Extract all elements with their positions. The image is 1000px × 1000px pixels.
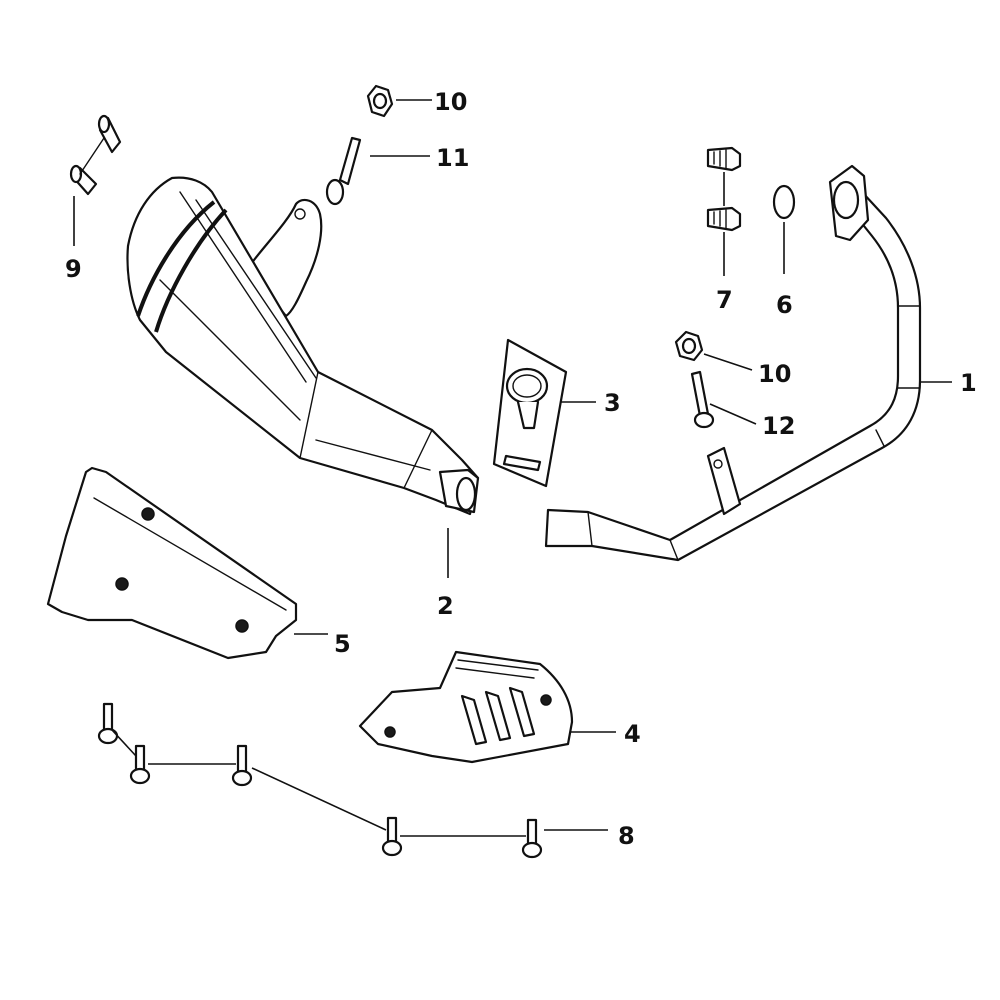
bolts-7 bbox=[706, 146, 742, 232]
callout-7: 7 bbox=[716, 286, 733, 314]
clamp-assembly bbox=[492, 338, 568, 488]
bolt-12 bbox=[690, 370, 715, 429]
protector-vent-3 bbox=[508, 686, 536, 738]
bolt-11-shank bbox=[338, 136, 362, 186]
protector-vent-2 bbox=[484, 690, 512, 742]
pin-upper-head bbox=[97, 114, 111, 134]
screws bbox=[97, 702, 543, 859]
screw-4 bbox=[381, 816, 403, 857]
muffler-tail-line bbox=[403, 429, 433, 489]
exhaust-pipe-tube bbox=[544, 190, 922, 562]
pipe-joint-3 bbox=[875, 429, 885, 447]
bolt-11 bbox=[325, 136, 362, 206]
nut-upper bbox=[366, 84, 394, 118]
callouts: 1 2 3 4 5 6 7 8 9 10 10 11 12 bbox=[65, 88, 977, 850]
pipe-joint-1 bbox=[587, 511, 593, 547]
clamp-tab bbox=[516, 400, 540, 430]
heat-shield-crease bbox=[93, 497, 287, 611]
heat-shield-hole-2 bbox=[115, 577, 129, 591]
callout-1: 1 bbox=[960, 369, 977, 397]
muffler-crease-3 bbox=[159, 279, 301, 421]
callout-2: 2 bbox=[437, 592, 454, 620]
screw-link-3 bbox=[251, 767, 387, 831]
pipe-hanger-tab bbox=[706, 446, 742, 516]
callout-8: 8 bbox=[618, 822, 635, 850]
callout-5: 5 bbox=[334, 630, 351, 658]
clamp-ring-inner bbox=[512, 374, 542, 398]
leader-lines bbox=[73, 99, 952, 831]
bolt-7-lower-threads bbox=[713, 209, 727, 229]
muffler-body bbox=[126, 176, 480, 516]
nut-lower-hole bbox=[681, 337, 697, 355]
heat-shield-hole-1 bbox=[141, 507, 155, 521]
protector-hole-2 bbox=[540, 694, 552, 706]
protector-hole-1 bbox=[384, 726, 396, 738]
muffler-outlet-opening bbox=[455, 476, 477, 512]
screw-5 bbox=[521, 818, 543, 859]
leader-12 bbox=[709, 403, 757, 425]
bolt-7-upper-threads bbox=[713, 149, 727, 169]
muffler-tail-crease bbox=[315, 439, 431, 471]
muffler-bracket-hole bbox=[294, 208, 306, 220]
callout-11: 11 bbox=[436, 144, 469, 172]
protector-plate bbox=[358, 650, 574, 764]
callout-9: 9 bbox=[65, 255, 82, 283]
screw-2 bbox=[129, 744, 151, 785]
callout-6: 6 bbox=[776, 291, 793, 319]
callout-10-lower: 10 bbox=[758, 360, 791, 388]
nut-lower bbox=[674, 330, 704, 362]
pin-lower-head bbox=[69, 164, 83, 184]
bolt-12-shank bbox=[690, 370, 710, 418]
pipe-hanger-hole bbox=[713, 459, 723, 469]
muffler-crease-1 bbox=[179, 191, 307, 383]
muffler-crease-2 bbox=[195, 199, 317, 379]
callout-3: 3 bbox=[604, 389, 621, 417]
bolt-12-head bbox=[693, 411, 715, 429]
clamp-bolt bbox=[502, 454, 542, 472]
screw-1 bbox=[97, 702, 119, 745]
leader-10-lower bbox=[703, 353, 753, 371]
bolt-7-upper bbox=[706, 146, 742, 172]
muffler-band-2 bbox=[154, 208, 228, 333]
protector-vent-1 bbox=[460, 694, 488, 746]
bolt-11-head bbox=[325, 178, 345, 206]
heat-shield-body bbox=[46, 466, 298, 660]
nut-upper-hole bbox=[372, 92, 388, 110]
pins bbox=[69, 114, 122, 196]
pins-link-line bbox=[79, 137, 105, 175]
callout-10-upper: 10 bbox=[434, 88, 467, 116]
heat-shield-hole-3 bbox=[235, 619, 249, 633]
muffler bbox=[126, 176, 480, 516]
pipe-joint-2 bbox=[669, 539, 679, 561]
exhaust-pipe bbox=[544, 164, 922, 562]
callout-4: 4 bbox=[624, 720, 641, 748]
screw-3 bbox=[231, 744, 253, 787]
protector-plate-rim-2 bbox=[455, 667, 535, 679]
gasket bbox=[772, 184, 796, 220]
screw-link-1 bbox=[111, 729, 137, 757]
heat-shield bbox=[46, 466, 298, 660]
protector-plate-rim-1 bbox=[457, 659, 539, 671]
muffler-section-line bbox=[299, 371, 319, 459]
bolt-7-lower bbox=[706, 206, 742, 232]
muffler-band-1 bbox=[136, 200, 216, 317]
callout-12: 12 bbox=[762, 412, 795, 440]
pipe-flange-opening bbox=[832, 180, 860, 220]
